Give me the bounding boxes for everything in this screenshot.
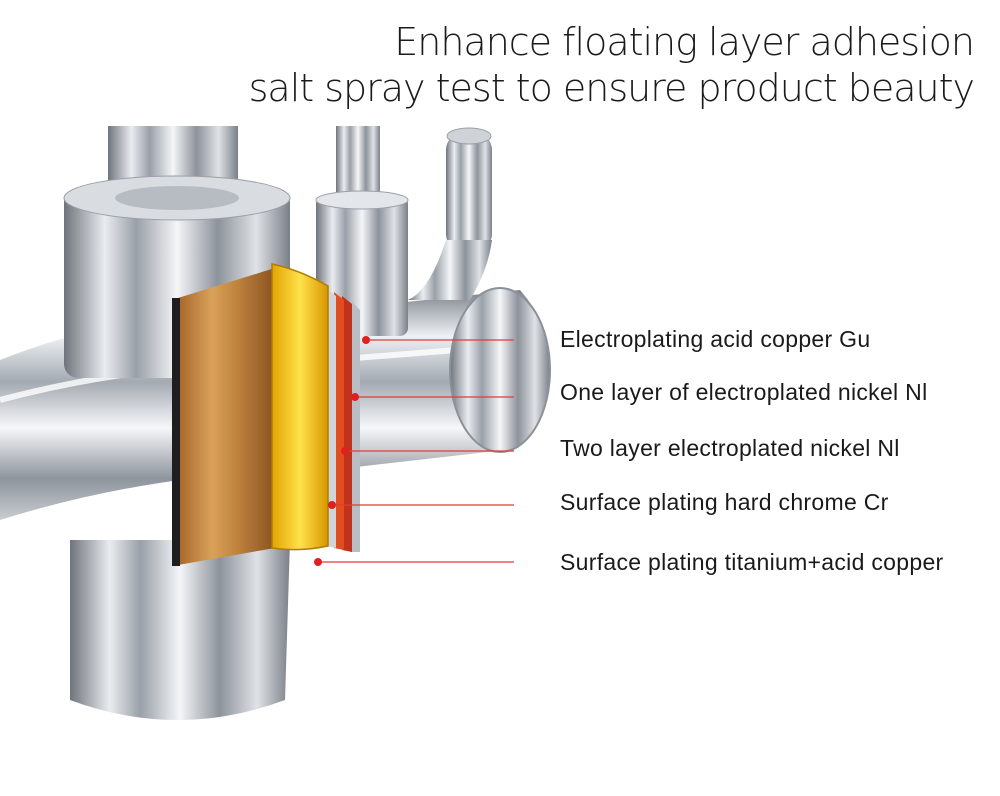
layer-label-titanium: Surface plating titanium+acid copper — [560, 549, 944, 575]
leader-dot-2 — [351, 393, 359, 401]
headline-line-1: Enhance floating layer adhesion — [394, 20, 975, 64]
faucet-handle — [408, 127, 492, 300]
leader-dot-3 — [341, 447, 349, 455]
plating-cutaway — [172, 263, 360, 566]
leader-dot-1 — [362, 336, 370, 344]
headline-line-2: salt spray test to ensure product beauty — [248, 66, 975, 110]
leader-dot-4 — [328, 501, 336, 509]
leader-lines — [314, 336, 514, 566]
layer-label-nickel-one: One layer of electroplated nickel Nl — [560, 379, 928, 405]
layer-label-nickel-two: Two layer electroplated nickel Nl — [560, 435, 900, 461]
layer-label-hard-chrome: Surface plating hard chrome Cr — [560, 489, 889, 515]
layer-label-acid-copper: Electroplating acid copper Gu — [560, 326, 871, 352]
leader-dot-5 — [314, 558, 322, 566]
